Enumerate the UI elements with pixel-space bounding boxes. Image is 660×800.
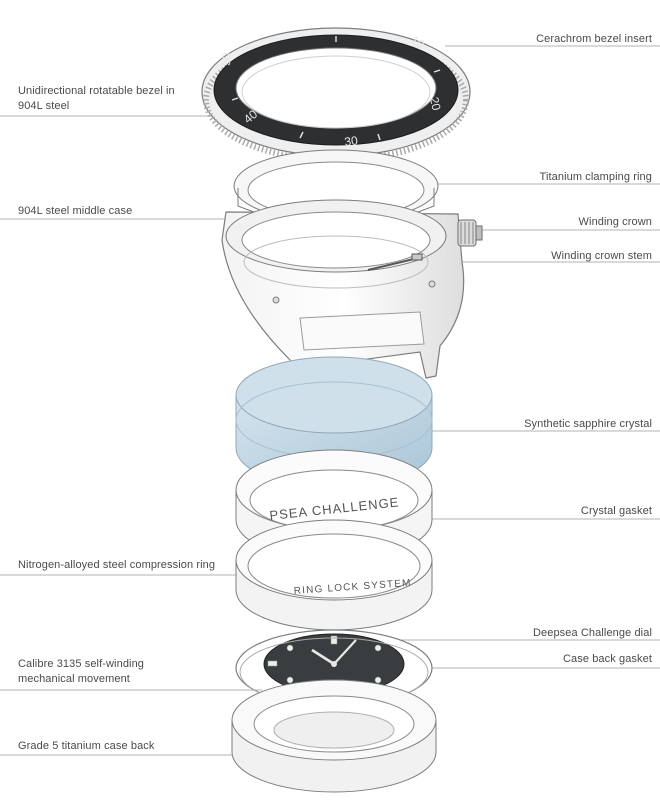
label-clamping-ring: Titanium clamping ring (540, 170, 652, 185)
bezel-numeral: 50 (219, 52, 233, 66)
winding-crown-stem (367, 253, 423, 271)
label-compression-ring: Nitrogen-alloyed steel compression ring (18, 558, 215, 573)
winding-crown (457, 219, 483, 247)
titanium-case-back (231, 679, 437, 793)
label-bezel: Unidirectional rotatable bezel in 904L s… (18, 84, 175, 114)
label-text: Case back gasket (562, 653, 652, 665)
bezel-numeral: 20 (427, 96, 444, 112)
label-crystal-gasket: Crystal gasket (581, 504, 652, 519)
label-text: Calibre 3135 self-winding (18, 658, 145, 670)
label-crystal: Synthetic sapphire crystal (524, 417, 652, 432)
label-text: Unidirectional rotatable bezel in (18, 85, 175, 97)
compression-ring: RING LOCK SYSTEM (235, 519, 433, 631)
label-text: Cerachrom bezel insert (536, 33, 652, 45)
middle-case (221, 199, 465, 397)
bezel-assembly: 10 20 30 40 50 (201, 27, 471, 163)
label-caseback: Grade 5 titanium case back (18, 739, 155, 754)
label-text: 904L steel middle case (18, 205, 133, 217)
label-bezel-insert: Cerachrom bezel insert (536, 32, 652, 47)
label-crown: Winding crown (579, 215, 652, 230)
label-middle-case: 904L steel middle case (18, 204, 132, 219)
label-caseback-gasket: Case back gasket (563, 652, 652, 667)
label-text: Synthetic sapphire crystal (524, 418, 652, 430)
label-text: Nitrogen-alloyed steel compression ring (18, 559, 216, 571)
label-text: Crystal gasket (580, 505, 652, 517)
label-text: 904L steel (18, 100, 70, 112)
label-text: Grade 5 titanium case back (18, 740, 155, 752)
label-text: Titanium clamping ring (539, 171, 652, 183)
label-text: mechanical movement (18, 673, 130, 685)
label-text: Winding crown stem (551, 250, 652, 262)
label-crown-stem: Winding crown stem (551, 249, 652, 264)
label-movement: Calibre 3135 self-winding mechanical mov… (18, 657, 144, 687)
label-text: Deepsea Challenge dial (532, 627, 652, 639)
label-text: Winding crown (578, 216, 652, 228)
bezel-numeral: 30 (343, 133, 358, 149)
label-dial: Deepsea Challenge dial (533, 626, 652, 641)
